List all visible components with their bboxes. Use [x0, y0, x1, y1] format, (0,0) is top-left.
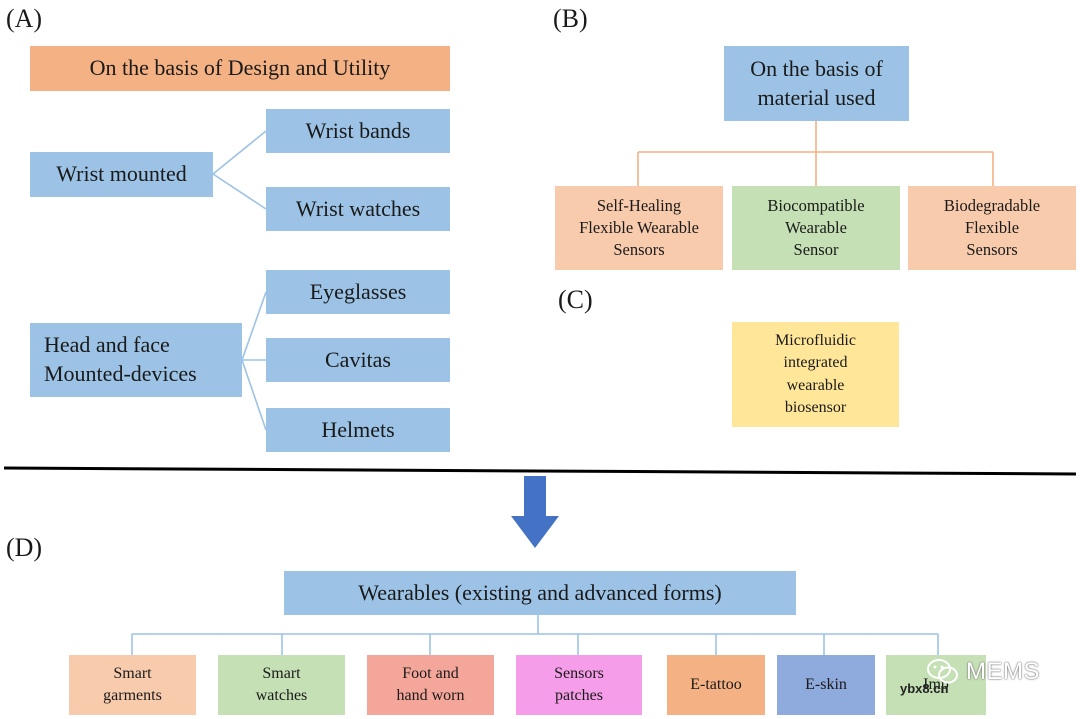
section-divider	[3, 466, 1077, 476]
biodegradable-box: Biodegradable Flexible Sensors	[908, 186, 1076, 270]
eyeglasses-box: Eyeglasses	[266, 270, 450, 314]
smart-garments-box: Smart garments	[69, 655, 196, 715]
connector	[212, 173, 267, 210]
helmets-label: Helmets	[321, 416, 395, 442]
wrist-watches-box: Wrist watches	[266, 187, 450, 231]
connector	[241, 291, 267, 361]
watermark: MEMS	[926, 656, 1076, 688]
cavitas-label: Cavitas	[325, 346, 391, 372]
e-skin-box: E-skin	[777, 655, 875, 715]
sensors-patches-box: Sensors patches	[516, 655, 642, 715]
e-tattoo-label: E-tattoo	[690, 675, 742, 693]
wrist-watches-label: Wrist watches	[295, 195, 421, 221]
biocompatible-box: Biocompatible Wearable Sensor	[732, 186, 900, 270]
cavitas-box: Cavitas	[266, 338, 450, 382]
self-healing-label: Self-Healing Flexible Wearable Sensors	[579, 195, 699, 260]
panel-label-d: (D)	[6, 533, 43, 562]
connector	[212, 130, 267, 175]
material-header-label: On the basis of material used	[750, 55, 883, 110]
wearables-header-label: Wearables (existing and advanced forms)	[358, 579, 722, 605]
down-arrow-icon	[511, 476, 559, 548]
microfluidic-label: Microfluidic integrated wearable biosens…	[775, 331, 856, 416]
head-face-box: Head and face Mounted-devices	[30, 323, 242, 397]
helmets-box: Helmets	[266, 408, 450, 452]
design-utility-header-label: On the basis of Design and Utility	[89, 55, 391, 81]
material-header: On the basis of material used	[724, 46, 909, 121]
e-skin-label: E-skin	[805, 675, 847, 693]
watermark-brand: MEMS	[966, 658, 1040, 685]
microfluidic-box: Microfluidic integrated wearable biosens…	[732, 322, 899, 427]
design-utility-header: On the basis of Design and Utility	[30, 46, 450, 91]
smart-watches-box: Smart watches	[218, 655, 345, 715]
foot-hand-worn-label: Foot and hand worn	[396, 664, 465, 704]
connector	[241, 359, 267, 431]
sensors-patches-label: Sensors patches	[554, 664, 604, 704]
panel-label-a: (A)	[6, 4, 43, 33]
wrist-mounted-label: Wrist mounted	[56, 161, 187, 187]
watermark-site: ybx8.cn	[900, 681, 949, 696]
smart-watches-label: Smart watches	[255, 664, 308, 704]
e-tattoo-box: E-tattoo	[667, 655, 765, 715]
wrist-bands-box: Wrist bands	[266, 109, 450, 153]
head-face-label: Head and face Mounted-devices	[44, 332, 197, 386]
wearables-header: Wearables (existing and advanced forms)	[284, 571, 796, 615]
panel-label-c: (C)	[558, 285, 593, 314]
foot-hand-worn-box: Foot and hand worn	[367, 655, 494, 715]
self-healing-box: Self-Healing Flexible Wearable Sensors	[555, 186, 723, 270]
panel-label-b: (B)	[553, 4, 588, 33]
wechat-icon	[927, 659, 958, 684]
eyeglasses-label: Eyeglasses	[309, 278, 407, 304]
biocompatible-label: Biocompatible Wearable Sensor	[767, 195, 865, 260]
smart-garments-label: Smart garments	[103, 664, 162, 704]
wrist-mounted-box: Wrist mounted	[30, 152, 213, 197]
wrist-bands-label: Wrist bands	[305, 117, 411, 143]
biodegradable-label: Biodegradable Flexible Sensors	[943, 195, 1041, 260]
